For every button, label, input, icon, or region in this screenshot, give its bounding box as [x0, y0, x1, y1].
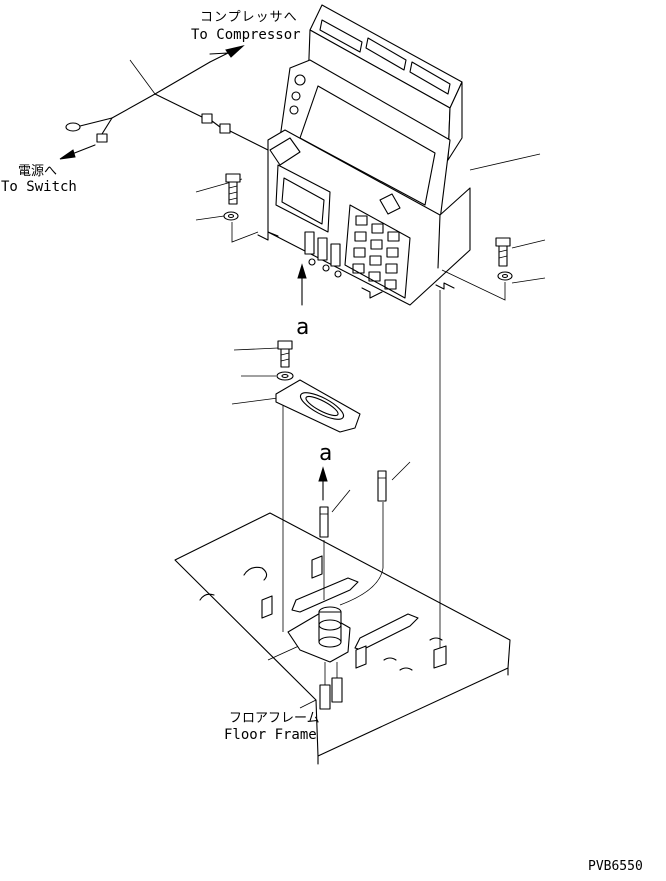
- leader-lines: [195, 153, 546, 661]
- washer-left: [223, 211, 259, 243]
- compressor-label-jp: コンプレッサへ: [200, 10, 298, 25]
- compressor-label-en: To Compressor: [191, 27, 301, 43]
- switch-label-jp: 電源へ: [18, 164, 57, 179]
- washer-right: [441, 269, 513, 301]
- view-a-arrow-lower: [318, 466, 328, 501]
- bolt-right: [495, 237, 511, 267]
- floor-frame-label-en: Floor Frame: [224, 727, 317, 743]
- bolt-left: [225, 173, 241, 205]
- view-a-label-lower: a: [319, 441, 332, 466]
- drawing-number: PVB6550: [588, 859, 643, 874]
- view-a-arrow-upper: [297, 263, 307, 306]
- aircon-control-unit: [257, 4, 471, 306]
- floor-frame: [174, 512, 511, 765]
- alignment-lines: [282, 290, 441, 648]
- switch-label-en: To Switch: [1, 179, 77, 195]
- mounting-bracket: [275, 379, 361, 433]
- washer-middle: [276, 371, 294, 381]
- dowel-pin-center: [319, 506, 329, 538]
- floor-frame-label-jp: フロアフレーム: [229, 711, 320, 726]
- wire-harness: [59, 45, 269, 160]
- view-a-label-upper: a: [296, 315, 309, 340]
- dowel-pin-right: [377, 470, 387, 502]
- bolt-middle: [277, 340, 293, 368]
